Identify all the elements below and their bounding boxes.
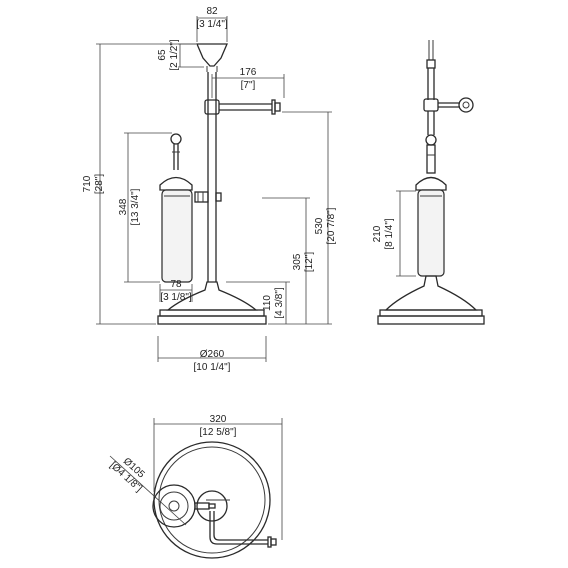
dim-top-height-in: [2 1/2"] — [169, 39, 180, 71]
top-bracket-nut — [208, 503, 216, 509]
dim-glass-height-in: [8 1/4"] — [384, 218, 395, 250]
base-plate — [157, 315, 267, 325]
dim-holder-height-in: [13 3/4"] — [130, 188, 141, 225]
side-coupling — [425, 134, 437, 146]
dim-glass-height-mm: 210 — [372, 225, 383, 242]
dim-top-width-in: [3 1/4"] — [196, 19, 228, 30]
dim-holder-height-mm: 348 — [118, 198, 129, 215]
holder-bracket — [194, 191, 209, 203]
dim-total-height-in: [28"] — [94, 174, 105, 194]
side-glass — [417, 189, 445, 277]
dim-base-diameter-in: [10 1/4"] — [194, 362, 231, 373]
top-arm-knob — [270, 538, 277, 546]
side-arm-ring-inner — [462, 101, 470, 109]
brush-glass — [161, 189, 193, 283]
top-finial — [196, 43, 228, 67]
top-dimensions: 320 [12 5/8"] Ø105 [Ø4 1/8"] — [107, 414, 283, 540]
dim-arm-length-in: [7"] — [241, 80, 256, 91]
dim-base-diameter-mm: Ø260 — [200, 349, 225, 360]
dim-holder-width-mm: 78 — [170, 279, 182, 290]
top-arm-inner — [213, 511, 268, 541]
side-arm-clamp — [423, 98, 439, 112]
side-top-cap — [426, 59, 436, 69]
side-base-rim — [379, 309, 483, 317]
dim-overall-width-in: [12 5/8"] — [200, 427, 237, 438]
dim-arm-length-mm: 176 — [240, 67, 257, 78]
dim-holder-width-in: [3 1/8"] — [160, 292, 192, 303]
arm-end-knob — [274, 102, 281, 112]
top-pole-plate — [196, 490, 228, 522]
top-holder-knob — [168, 500, 180, 512]
bracket-nut — [215, 192, 222, 202]
front-view — [157, 43, 281, 325]
dim-base-height-in: [4 3/8"] — [274, 287, 285, 319]
front-dimensions: 82 [3 1/4"] 65 [2 1/2"] 176 [7"] 710 [28… — [82, 6, 337, 373]
dim-arm-height-mm: 530 — [314, 217, 325, 234]
dim-total-height-mm: 710 — [82, 175, 93, 192]
dim-top-height-mm: 65 — [157, 49, 168, 61]
side-view — [377, 40, 485, 325]
top-holder-inner — [159, 491, 189, 521]
dim-mount-height-in: [12"] — [304, 252, 315, 272]
side-pole-lower — [426, 144, 436, 174]
side-arm-ring — [458, 97, 474, 113]
side-dimensions: 210 [8 1/4"] — [372, 190, 416, 277]
side-holder-cap — [415, 176, 447, 191]
dim-mount-height-mm: 305 — [292, 253, 303, 270]
brush-knob — [170, 133, 182, 145]
top-arm — [209, 511, 268, 545]
dim-top-width-mm: 82 — [206, 6, 218, 17]
dim-overall-width-mm: 320 — [210, 414, 227, 425]
holder-cap — [159, 176, 193, 191]
top-view — [152, 441, 277, 559]
arm-collar — [204, 99, 220, 115]
side-base-neck — [384, 275, 478, 311]
dim-arm-height-in: [20 7/8"] — [326, 207, 337, 244]
dim-base-height-mm: 110 — [262, 295, 273, 311]
base-rim — [159, 309, 265, 317]
side-base-plate — [377, 315, 485, 325]
